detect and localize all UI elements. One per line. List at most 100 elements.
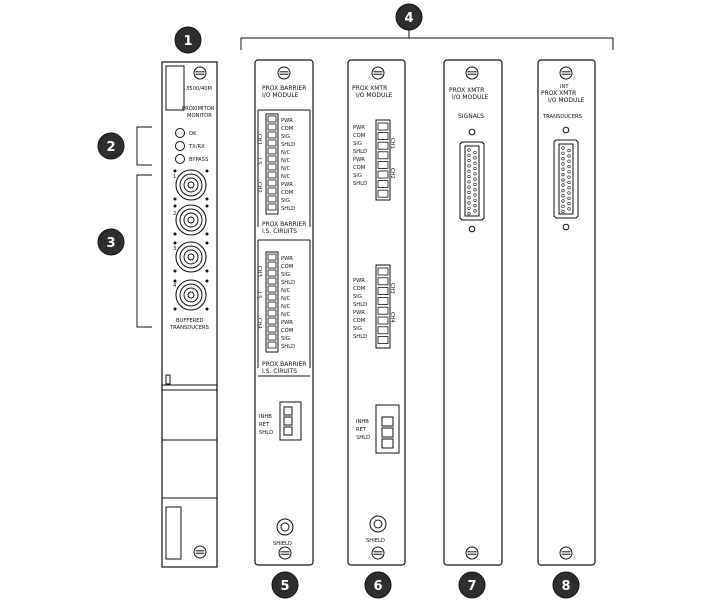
transducers-pin (567, 202, 571, 206)
barrier-inhb-label: INHB (259, 414, 272, 420)
xmtr-ch12-label: COM (353, 165, 365, 171)
signals-pin (467, 201, 471, 205)
svg-text:3: 3 (106, 236, 115, 251)
xmtr-ch34-label: SIG (353, 294, 362, 300)
signals-title-line2: I/O MODULE (452, 94, 489, 101)
signals-pin (467, 180, 471, 184)
connector-number-1: 1 (173, 174, 176, 180)
svg-text:8: 8 (561, 579, 570, 594)
barrier-is2-side-label: I.S. (256, 292, 262, 300)
barrier-ch34-terminal (267, 317, 277, 325)
signals-pin (467, 174, 471, 179)
xmtr-ch12-terminal (377, 160, 389, 169)
led-txrx-label: TX/RX (188, 144, 205, 150)
transducers-pin (561, 167, 565, 171)
xmtr-ch34-terminal (377, 296, 389, 305)
transducers-title-line0: INT (560, 84, 569, 90)
transducers-pin (567, 164, 571, 169)
monitor-model-text: 3500/40M (186, 86, 212, 92)
callout-4: 4 (395, 3, 423, 31)
xmtr-ch34-terminal (377, 306, 389, 315)
xmtr-ch34-terminal (377, 326, 389, 335)
barrier-ch12-terminal (267, 139, 277, 147)
xmtr-shield-label: SHIELD (366, 538, 385, 544)
connector-number-4: 4 (173, 283, 177, 289)
transducers-bottom-screw (559, 546, 573, 560)
transducers-pin (561, 162, 565, 166)
signals-pin (473, 198, 477, 202)
signals-pin (473, 172, 477, 176)
xmtr-ch12-label: PWR (353, 157, 365, 163)
barrier-ch12-label: N/C (281, 166, 291, 172)
callout-6: 6 (364, 571, 392, 599)
barrier-ch3-side-label: CH3 (256, 266, 262, 277)
xmtr-title-line1: PROX XMTR (352, 85, 387, 92)
xmtr-ch12-terminal (377, 170, 389, 179)
barrier-bottom-screw (278, 546, 292, 560)
callout-5: 5 (271, 571, 299, 599)
barrier-ch12-terminal (267, 203, 277, 211)
transducers-title-line2: I/O MODULE (548, 97, 585, 104)
transducers-pin (561, 178, 565, 182)
barrier-ch12-terminal (267, 115, 277, 123)
svg-text:4: 4 (404, 11, 413, 26)
xmtr-ch34-label: COM (353, 286, 365, 292)
barrier-ch34-terminal (267, 309, 277, 317)
barrier-ch12-terminal (267, 187, 277, 195)
barrier-ch12-label: SIG (281, 198, 290, 204)
barrier-ch34-label: PWR (281, 320, 293, 326)
barrier-ch1-side-label: CH1 (256, 134, 262, 145)
xmtr-ch4-side-label: CH4 (389, 312, 395, 324)
transducers-module-panel: INT PROX XMTR I/O MODULE TRANSDUCERS (537, 59, 596, 566)
xmtr-ch34-label: COM (353, 318, 365, 324)
transducers-pin (561, 172, 565, 177)
barrier-ch12-label: N/C (281, 158, 291, 164)
barrier-ch12-label: PWR (281, 182, 293, 188)
xmtr-inhb-label: INHB (356, 419, 369, 425)
barrier-ch34-terminal (267, 341, 277, 349)
monitor-top-screw (193, 66, 207, 80)
xmtr-shld-label: SHLD (356, 435, 370, 441)
xmtr-ch12-terminal (377, 180, 389, 189)
barrier-ch34-label: N/C (281, 304, 291, 310)
barrier-ch34-label: PWR (281, 256, 293, 262)
barrier-ch12-terminal (267, 123, 277, 131)
xmtr-terminal-block-ch34 (377, 267, 389, 345)
xmtr-ch12-terminal (377, 132, 389, 141)
xmtr-ch12-label: PWR (353, 125, 365, 131)
barrier-top-screw (277, 66, 291, 80)
monitor-title-line1: PROXIMITOR (182, 106, 215, 112)
barrier-ch34-terminal (267, 285, 277, 293)
barrier-ch12-label: N/C (281, 150, 291, 156)
barrier-ch12-label: PWR (281, 118, 293, 124)
xmtr-ch34-terminal (377, 277, 389, 286)
monitor-title-line2: MONITOR (187, 113, 212, 119)
transducers-pin (561, 210, 565, 214)
signals-pin (473, 204, 477, 208)
barrier-ch34-label: N/C (281, 312, 291, 318)
transducers-label: TRANSDUCERS (542, 114, 582, 120)
barrier-terminal-block-ch34 (267, 253, 277, 349)
barrier-ch2-side-label: CH2 (256, 182, 262, 193)
xmtr-ch34-terminal (377, 336, 389, 345)
led-txrx: TX/RX (175, 141, 205, 151)
transducers-top-screw (559, 66, 573, 80)
barrier-ch4-side-label: CH4 (256, 318, 262, 330)
barrier-ch34-terminal (267, 293, 277, 301)
transducers-pin (561, 199, 565, 203)
xmtr-ch34-label: SHLD (353, 302, 367, 308)
barrier-terminal-block-ch12 (267, 115, 277, 211)
barrier-ch34-label: SHLD (281, 280, 295, 286)
signals-pin (467, 206, 471, 210)
barrier-title-line1: PROX BARRIER (262, 85, 306, 92)
transducers-pin (567, 154, 571, 158)
barrier-ch34-terminal (267, 253, 277, 261)
barrier-ch12-label: SIG (281, 134, 290, 140)
signals-pin (467, 159, 471, 163)
barrier-ch12-terminal (267, 171, 277, 179)
barrier-ch34-label: SHLD (281, 344, 295, 350)
xmtr-ch34-terminal (377, 267, 389, 276)
barrier-ch34-label: SIG (281, 272, 290, 278)
transducers-pin (561, 204, 565, 208)
